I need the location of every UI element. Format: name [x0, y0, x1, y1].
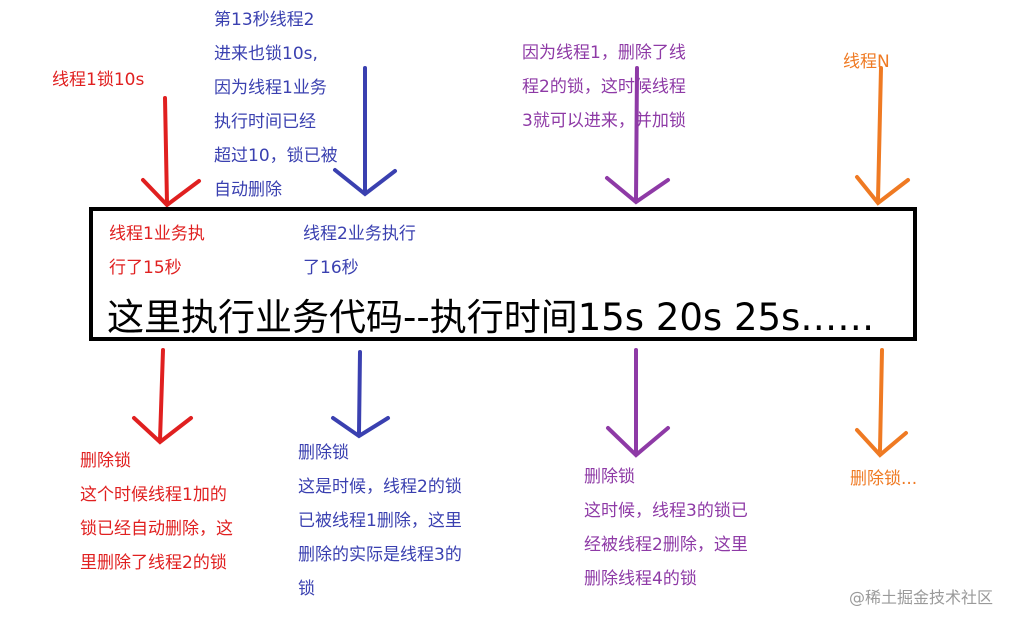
main-business-text: 这里执行业务代码--执行时间15s 20s 25s……	[107, 296, 875, 339]
arrow-thread2-top	[333, 66, 397, 197]
note-line: 删除的实际是线程3的	[298, 545, 462, 565]
note-line: 这是时候，线程2的锁	[298, 477, 462, 497]
business-code-box: 线程1业务执 行了15秒 线程2业务执行 了16秒 这里执行业务代码--执行时间…	[89, 207, 917, 341]
arrow-threadN-bottom	[855, 348, 908, 458]
note-line: 线程1锁10s	[52, 70, 145, 90]
watermark: @稀土掘金技术社区	[848, 588, 993, 607]
note-line: 3就可以进来，并加锁	[522, 111, 686, 131]
note-thread1-delete: 删除锁 这个时候线程1加的 锁已经自动删除，这 里删除了线程2的锁	[80, 444, 233, 580]
note-threadN-delete: 删除锁...	[850, 462, 917, 496]
note-thread2-enter: 第13秒线程2 进来也锁10s, 因为线程1业务 执行时间已经 超过10，锁已被…	[214, 3, 338, 207]
note-thread3-enter: 因为线程1，删除了线 程2的锁，这时候线程 3就可以进来，并加锁	[522, 36, 686, 138]
note-line: 删除锁	[80, 451, 131, 471]
note-threadN: 线程N	[843, 45, 890, 79]
arrow-thread1-top	[141, 96, 201, 208]
note-line: 删除锁...	[850, 469, 918, 489]
note-line: 这时候，线程3的锁已	[584, 501, 748, 521]
arrow-thread3-bottom	[606, 348, 670, 458]
note-line: 进来也锁10s,	[214, 44, 318, 64]
note-line: 删除锁	[298, 443, 349, 463]
note-line: 已被线程1删除，这里	[298, 511, 462, 531]
thread1-exec-note: 线程1业务执 行了15秒	[109, 217, 205, 285]
note-thread3-delete: 删除锁 这时候，线程3的锁已 经被线程2删除，这里 删除线程4的锁	[584, 460, 748, 596]
arrow-thread3-top	[605, 66, 670, 205]
arrow-threadN-top	[855, 66, 910, 206]
note-line: 线程2业务执行	[303, 224, 416, 244]
arrow-thread1-bottom	[132, 348, 193, 445]
note-line: 线程N	[843, 52, 890, 72]
note-thread1-lock: 线程1锁10s	[52, 63, 144, 97]
note-line: 因为线程1，删除了线	[522, 43, 686, 63]
note-line: 删除锁	[584, 467, 635, 487]
note-line: 程2的锁，这时候线程	[522, 77, 686, 97]
note-line: 行了15秒	[109, 258, 182, 278]
note-line: 执行时间已经	[214, 112, 316, 132]
note-line: 第13秒线程2	[214, 10, 315, 30]
note-line: 删除线程4的锁	[584, 569, 697, 589]
note-line: 里删除了线程2的锁	[80, 553, 227, 573]
note-line: 自动删除	[214, 180, 282, 200]
note-line: 超过10，锁已被	[214, 146, 338, 166]
note-line: 锁已经自动删除，这	[80, 519, 233, 539]
note-thread2-delete: 删除锁 这是时候，线程2的锁 已被线程1删除，这里 删除的实际是线程3的 锁	[298, 436, 462, 606]
note-line: 了16秒	[303, 258, 359, 278]
note-line: 经被线程2删除，这里	[584, 535, 748, 555]
note-line: 这个时候线程1加的	[80, 485, 227, 505]
note-line: 因为线程1业务	[214, 78, 327, 98]
thread2-exec-note: 线程2业务执行 了16秒	[303, 217, 416, 285]
arrow-thread2-bottom	[331, 350, 390, 439]
note-line: 锁	[298, 579, 315, 599]
note-line: 线程1业务执	[109, 224, 205, 244]
